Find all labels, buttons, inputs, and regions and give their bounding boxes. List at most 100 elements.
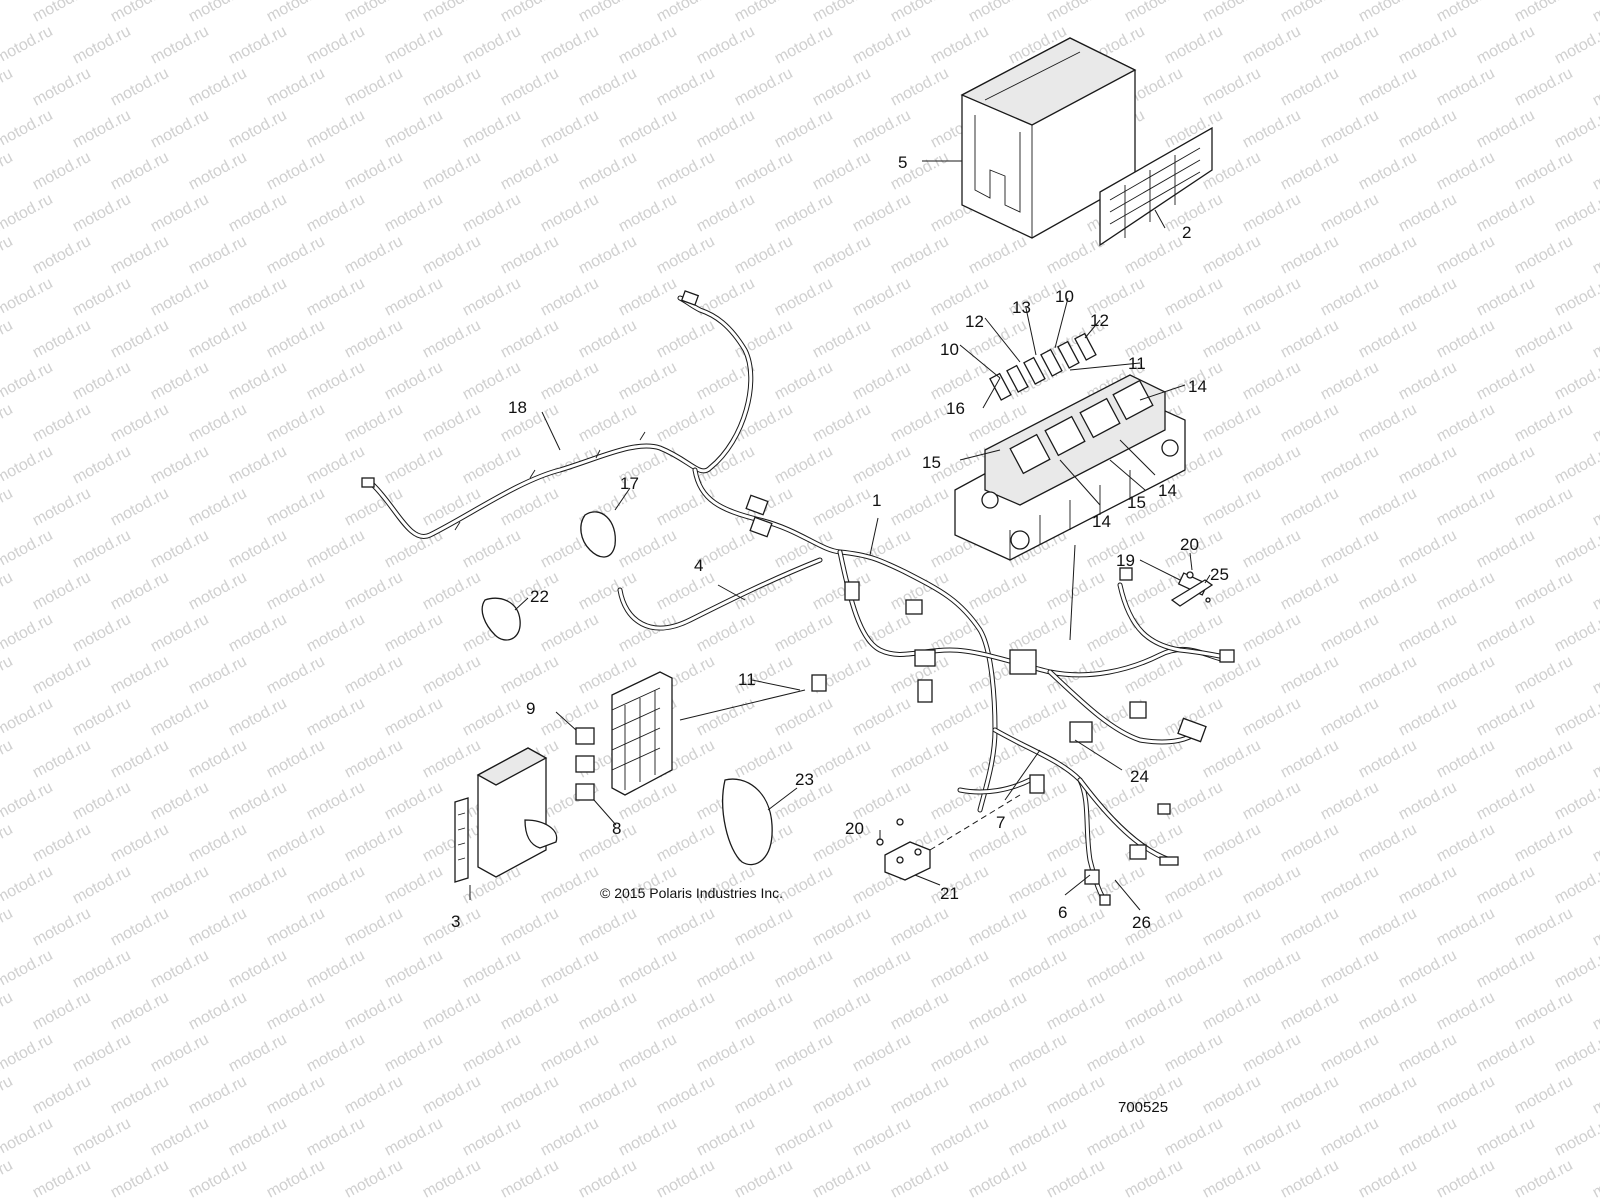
watermark-text: motod.ru xyxy=(1552,527,1600,572)
watermark-text: motod.ru xyxy=(1552,695,1600,740)
watermark-text: motod.ru xyxy=(1552,1031,1600,1076)
watermark-text: motod.ru xyxy=(420,989,484,1034)
watermark-text: motod.ru xyxy=(0,233,16,278)
watermark-text: motod.ru xyxy=(616,107,680,152)
watermark-text: motod.ru xyxy=(420,317,484,362)
watermark-text: motod.ru xyxy=(1552,359,1600,404)
watermark-text: motod.ru xyxy=(576,401,640,446)
watermark-text: motod.ru xyxy=(1006,947,1070,992)
watermark-text: motod.ru xyxy=(810,989,874,1034)
watermark-text: motod.ru xyxy=(1434,233,1498,278)
watermark-text: motod.ru xyxy=(186,653,250,698)
watermark-text: motod.ru xyxy=(538,863,602,908)
watermark-text: motod.ru xyxy=(226,1115,290,1160)
watermark-text: motod.ru xyxy=(654,905,718,950)
watermark-text: motod.ru xyxy=(966,1073,1030,1118)
part-18-upper-harness xyxy=(361,290,754,540)
watermark-text: motod.ru xyxy=(654,485,718,530)
watermark-text: motod.ru xyxy=(772,275,836,320)
watermark-text: motod.ru xyxy=(616,947,680,992)
watermark-text: motod.ru xyxy=(576,905,640,950)
watermark-text: motod.ru xyxy=(1434,65,1498,110)
watermark-text: motod.ru xyxy=(772,359,836,404)
watermark-text: motod.ru xyxy=(810,1157,874,1200)
watermark-text: motod.ru xyxy=(1006,1031,1070,1076)
watermark-text: motod.ru xyxy=(1356,401,1420,446)
watermark-text: motod.ru xyxy=(0,65,16,110)
watermark-text: motod.ru xyxy=(382,947,446,992)
watermark-text: motod.ru xyxy=(576,65,640,110)
watermark-text: motod.ru xyxy=(888,905,952,950)
watermark-text: motod.ru xyxy=(420,401,484,446)
watermark-text: motod.ru xyxy=(1590,821,1600,866)
watermark-text: motod.ru xyxy=(70,1031,134,1076)
watermark-text: motod.ru xyxy=(772,191,836,236)
watermark-text: motod.ru xyxy=(382,275,446,320)
watermark-text: motod.ru xyxy=(1590,905,1600,950)
watermark-text: motod.ru xyxy=(850,1031,914,1076)
watermark-text: motod.ru xyxy=(772,695,836,740)
watermark-text: motod.ru xyxy=(226,107,290,152)
watermark-text: motod.ru xyxy=(420,653,484,698)
watermark-text: motod.ru xyxy=(1278,989,1342,1034)
watermark-text: motod.ru xyxy=(264,149,328,194)
watermark-text: motod.ru xyxy=(0,23,56,68)
watermark-text: motod.ru xyxy=(342,65,406,110)
watermark-text: motod.ru xyxy=(1278,317,1342,362)
watermark-text: motod.ru xyxy=(498,317,562,362)
watermark-text: motod.ru xyxy=(0,443,56,488)
watermark-text: motod.ru xyxy=(810,905,874,950)
watermark-text: motod.ru xyxy=(538,1031,602,1076)
watermark-text: motod.ru xyxy=(498,653,562,698)
watermark-text: motod.ru xyxy=(1474,695,1538,740)
watermark-text: motod.ru xyxy=(1356,989,1420,1034)
watermark-text: motod.ru xyxy=(810,821,874,866)
watermark-text: motod.ru xyxy=(304,359,368,404)
watermark-text: motod.ru xyxy=(654,0,718,26)
watermark-text: motod.ru xyxy=(1318,1031,1382,1076)
watermark-text: motod.ru xyxy=(1396,1115,1460,1160)
watermark-text: motod.ru xyxy=(1044,0,1108,26)
watermark-text: motod.ru xyxy=(1396,695,1460,740)
watermark-text: motod.ru xyxy=(1240,107,1304,152)
callout-14a: 14 xyxy=(1188,377,1207,396)
watermark-text: motod.ru xyxy=(1278,737,1342,782)
watermark-text: motod.ru xyxy=(928,863,992,908)
watermark-text: motod.ru xyxy=(1240,191,1304,236)
watermark-text: motod.ru xyxy=(1512,233,1576,278)
callout-14b: 14 xyxy=(1158,481,1177,500)
watermark-text: motod.ru xyxy=(850,695,914,740)
watermark-text: motod.ru xyxy=(616,611,680,656)
watermark-text: motod.ru xyxy=(538,191,602,236)
watermark-text: motod.ru xyxy=(1590,485,1600,530)
watermark-text: motod.ru xyxy=(1240,695,1304,740)
watermark-text: motod.ru xyxy=(0,485,16,530)
watermark-text: motod.ru xyxy=(0,401,16,446)
watermark-text: motod.ru xyxy=(420,233,484,278)
watermark-text: motod.ru xyxy=(304,527,368,572)
watermark-text: motod.ru xyxy=(498,1073,562,1118)
watermark-text: motod.ru xyxy=(966,233,1030,278)
watermark-text: motod.ru xyxy=(654,1157,718,1200)
drawing-number: 700525 xyxy=(1118,1099,1168,1116)
watermark-text: motod.ru xyxy=(1318,1115,1382,1160)
watermark-text: motod.ru xyxy=(1006,611,1070,656)
watermark-text: motod.ru xyxy=(1474,1115,1538,1160)
watermark-text: motod.ru xyxy=(928,23,992,68)
watermark-text: motod.ru xyxy=(70,527,134,572)
watermark-text: motod.ru xyxy=(498,149,562,194)
watermark-text: motod.ru xyxy=(1200,1157,1264,1200)
watermark-text: motod.ru xyxy=(264,905,328,950)
watermark-text: motod.ru xyxy=(1512,653,1576,698)
watermark-text: motod.ru xyxy=(928,359,992,404)
watermark-text: motod.ru xyxy=(420,0,484,26)
watermark-text: motod.ru xyxy=(1278,1157,1342,1200)
watermark-text: motod.ru xyxy=(108,737,172,782)
watermark-text: motod.ru xyxy=(1318,275,1382,320)
watermark-text: motod.ru xyxy=(498,1157,562,1200)
watermark-text: motod.ru xyxy=(148,611,212,656)
watermark-text: motod.ru xyxy=(460,947,524,992)
watermark-text: motod.ru xyxy=(342,0,406,26)
watermark-text: motod.ru xyxy=(70,275,134,320)
watermark-text: motod.ru xyxy=(264,317,328,362)
